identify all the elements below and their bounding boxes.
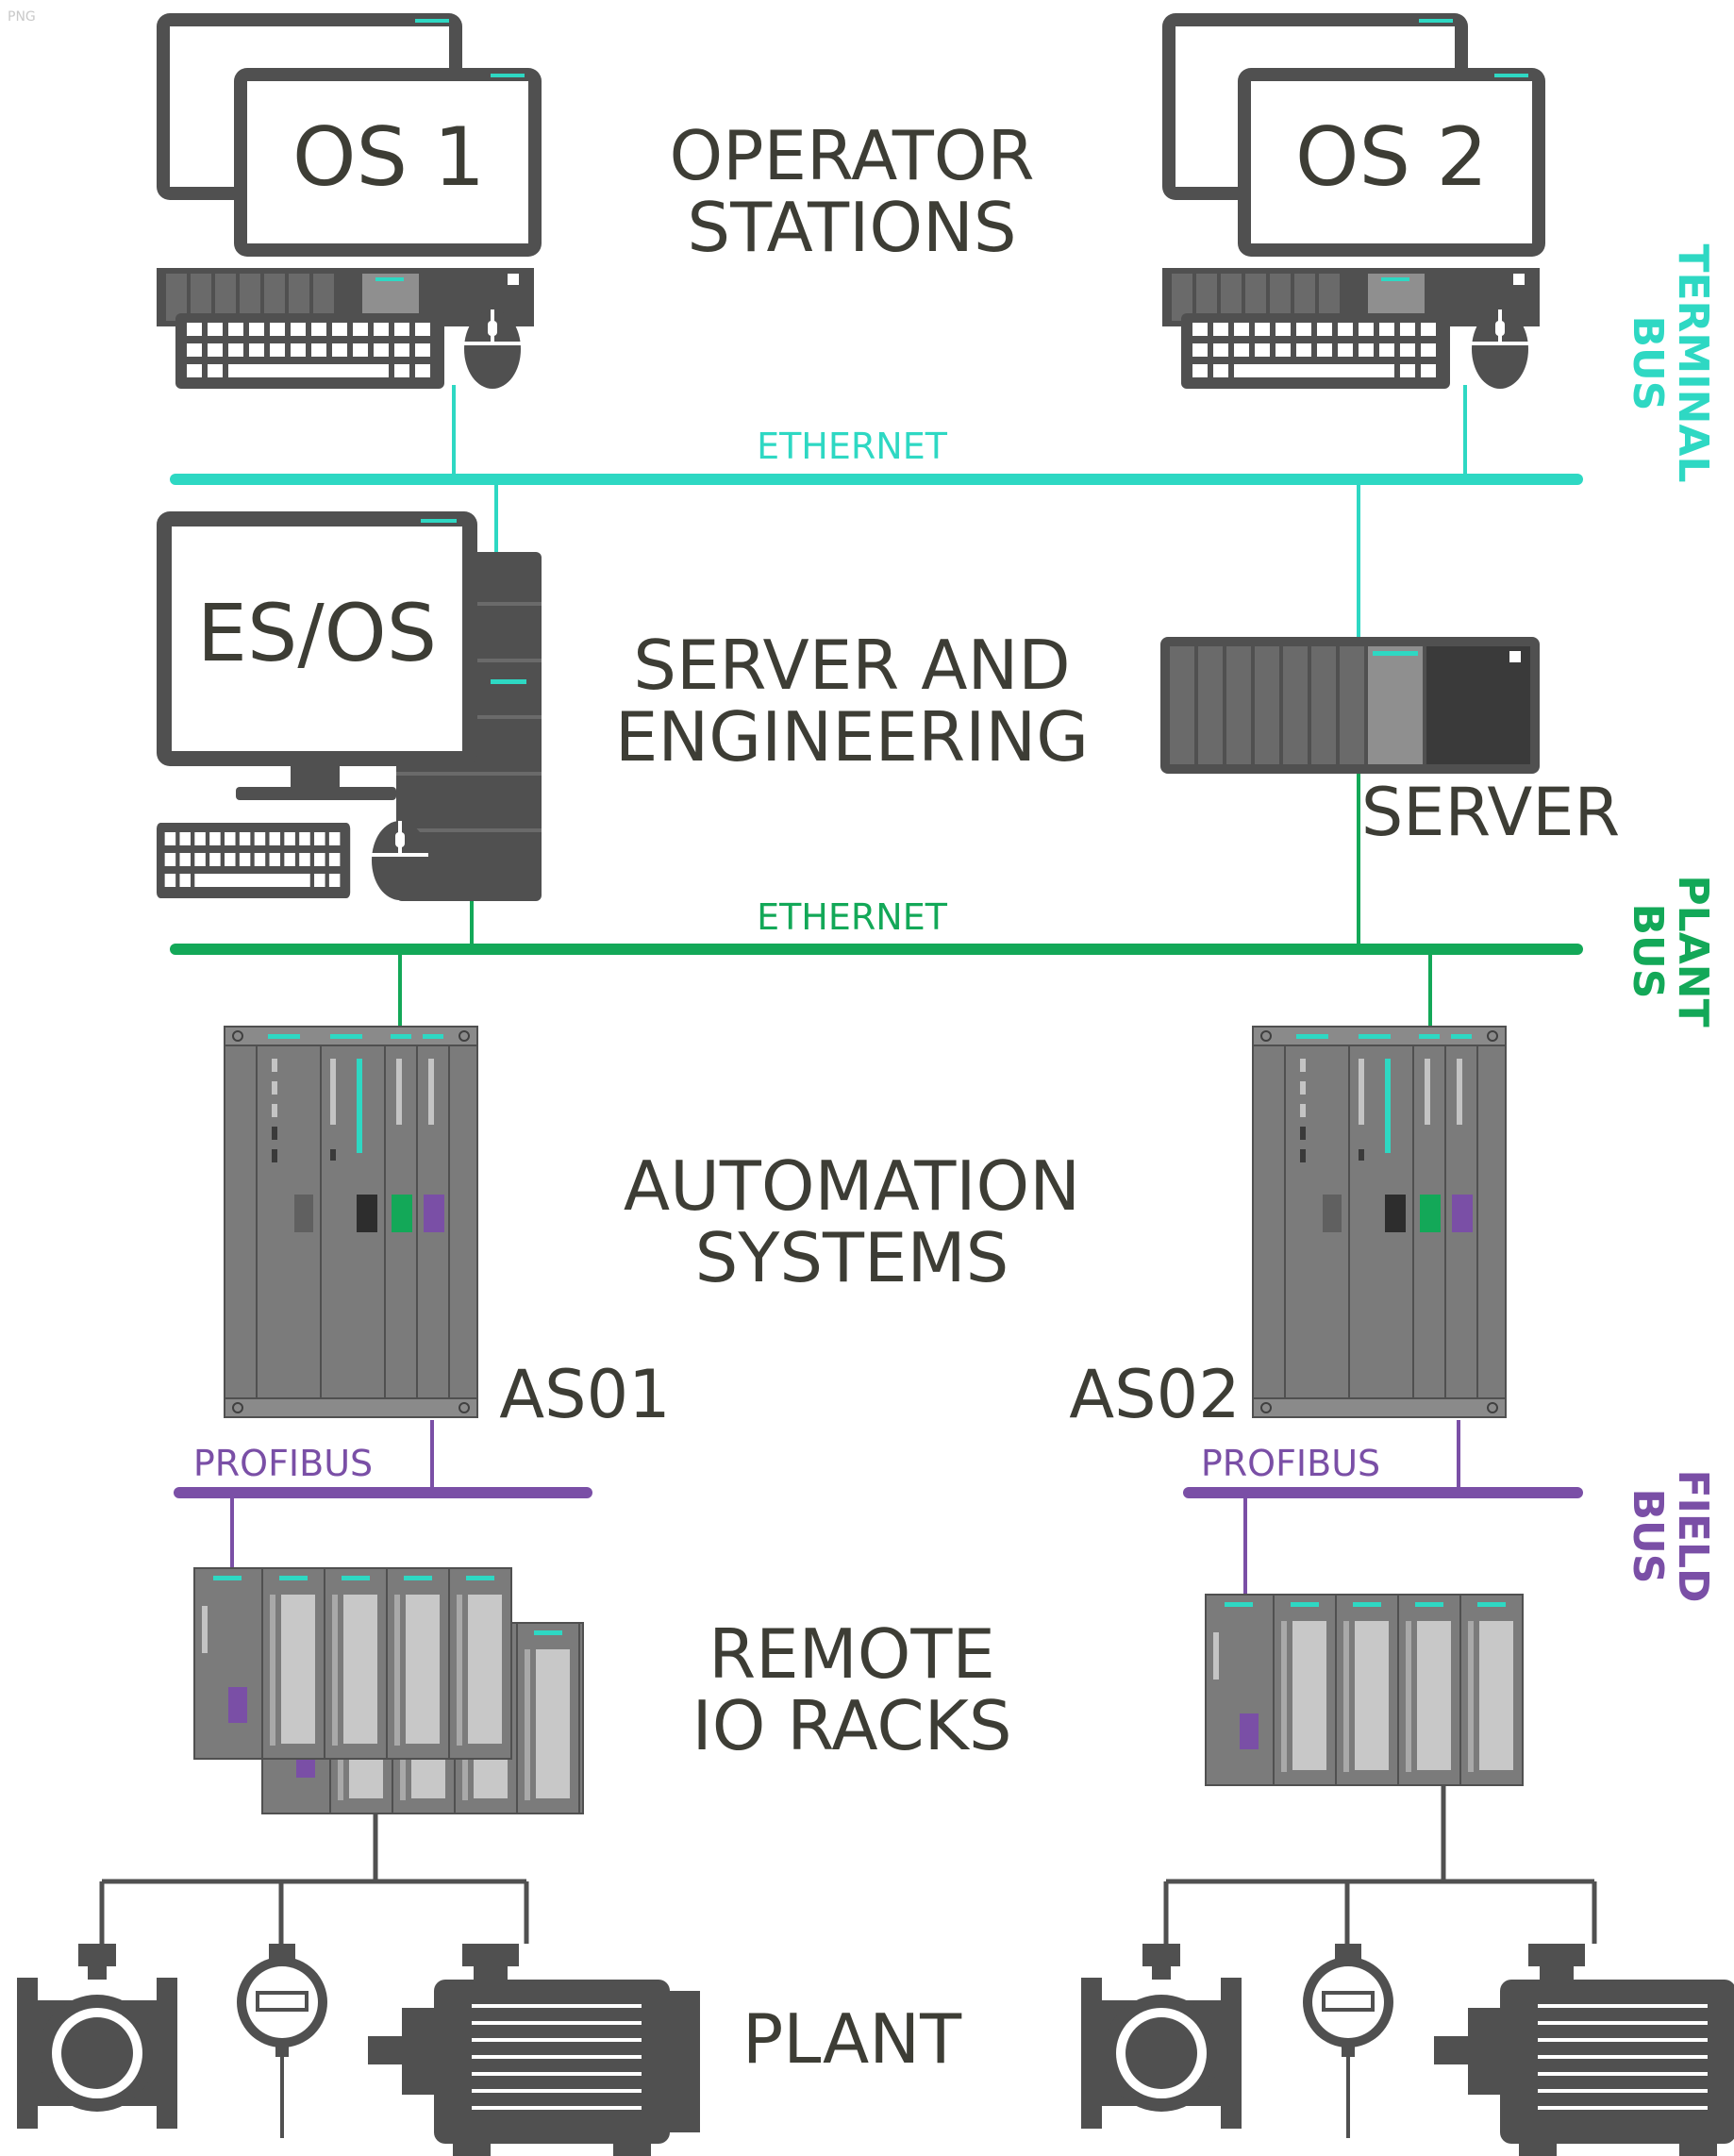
field-bus-right <box>1183 1420 1583 1595</box>
gauge-icon <box>235 1942 329 2140</box>
keyboard-icon <box>175 313 444 389</box>
level-label-automation: AUTOMATION SYSTEMS <box>624 1146 1080 1297</box>
as02-label: AS02 <box>1069 1356 1240 1433</box>
monitor-icon <box>157 13 542 257</box>
io-rack-right <box>1205 1594 1524 1881</box>
svg-text:AUTOMATION: AUTOMATION <box>624 1146 1080 1226</box>
operator-station-1: OS 1 <box>157 13 542 391</box>
svg-text:TERMINAL: TERMINAL <box>1669 243 1717 482</box>
terminal-bus <box>170 385 1583 637</box>
svg-text:REMOTE: REMOTE <box>709 1614 995 1694</box>
field-wiring-right <box>1163 1879 1597 1944</box>
svg-text:ENGINEERING: ENGINEERING <box>615 697 1089 777</box>
svg-text:IO RACKS: IO RACKS <box>692 1686 1011 1765</box>
keyboard-icon <box>1181 313 1450 389</box>
mouse-icon <box>370 819 430 902</box>
as01-plc <box>224 1026 478 1418</box>
io-rack-icon <box>193 1567 584 1814</box>
server-rack-icon <box>1160 637 1540 774</box>
as01-label: AS01 <box>499 1356 670 1433</box>
io-rack-icon <box>1205 1594 1524 1786</box>
server: SERVER <box>1160 637 1620 851</box>
os2-label: OS 2 <box>1295 110 1488 205</box>
field-bus-left <box>174 1420 592 1568</box>
valve-icon <box>17 1944 177 2129</box>
engineering-station: ES/OS <box>157 511 542 902</box>
mouse-icon <box>462 308 523 391</box>
keyboard-icon <box>157 823 351 898</box>
terminal-bus-ethernet-label: ETHERNET <box>757 426 948 467</box>
svg-text:SERVER AND: SERVER AND <box>633 626 1071 705</box>
profibus-left-label: PROFIBUS <box>193 1443 373 1484</box>
svg-text:BUS: BUS <box>1624 316 1672 411</box>
svg-text:FIELD: FIELD <box>1669 1469 1717 1602</box>
valve-icon <box>1081 1944 1242 2129</box>
svg-text:OPERATOR: OPERATOR <box>669 116 1034 195</box>
field-wiring-left <box>99 1879 529 1944</box>
mouse-icon <box>1470 308 1530 391</box>
plant-bus <box>170 774 1583 1036</box>
gauge-icon <box>1301 1942 1395 2140</box>
level-label-operator: OPERATOR STATIONS <box>669 116 1034 267</box>
plant-bus-side-label: PLANT BUS <box>1624 875 1717 1027</box>
terminal-bus-side-label: TERMINAL BUS <box>1624 243 1717 482</box>
os1-label: OS 1 <box>292 110 485 205</box>
svg-text:BUS: BUS <box>1624 1489 1672 1584</box>
level-label-plant: PLANT <box>742 1999 962 2079</box>
svg-text:PLANT: PLANT <box>1669 875 1717 1027</box>
svg-text:SYSTEMS: SYSTEMS <box>695 1218 1009 1297</box>
monitor-icon <box>1162 13 1545 257</box>
profibus-right-label: PROFIBUS <box>1201 1443 1380 1484</box>
io-rack-left <box>193 1567 584 1881</box>
server-label: SERVER <box>1361 774 1620 851</box>
level-label-server-engineering: SERVER AND ENGINEERING <box>615 626 1089 777</box>
level-label-remote-io: REMOTE IO RACKS <box>692 1614 1011 1765</box>
es-os-label: ES/OS <box>197 587 437 679</box>
plc-rack-icon <box>224 1026 478 1418</box>
plc-rack-icon <box>1252 1026 1507 1418</box>
as02-plc <box>1252 1026 1507 1418</box>
motor-icon <box>1432 1942 1734 2156</box>
watermark-text: PNG <box>8 9 36 25</box>
field-bus-side-label: FIELD BUS <box>1624 1469 1717 1602</box>
monitor-icon <box>157 511 477 800</box>
svg-text:STATIONS: STATIONS <box>687 188 1016 267</box>
plant-bus-ethernet-label: ETHERNET <box>757 896 948 938</box>
svg-text:BUS: BUS <box>1624 904 1672 999</box>
operator-station-2: OS 2 <box>1162 13 1545 391</box>
motor-icon <box>366 1942 702 2156</box>
